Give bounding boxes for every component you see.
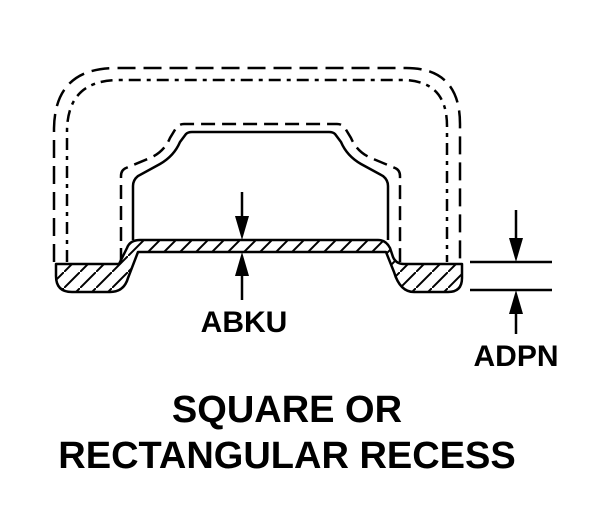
abku-dimension-arrows bbox=[235, 192, 249, 300]
adpn-dimension-lines bbox=[470, 210, 552, 334]
title-line-1: SQUARE OR bbox=[172, 389, 402, 431]
adpn-label: ADPN bbox=[473, 340, 558, 373]
hatched-section bbox=[54, 238, 464, 294]
middle-dashed-contour bbox=[65, 78, 449, 262]
abku-label: ABKU bbox=[201, 306, 288, 339]
outer-dashed-contour bbox=[52, 66, 462, 262]
title-line-2: RECTANGULAR RECESS bbox=[58, 435, 515, 477]
recess-solid-profile bbox=[131, 130, 390, 240]
